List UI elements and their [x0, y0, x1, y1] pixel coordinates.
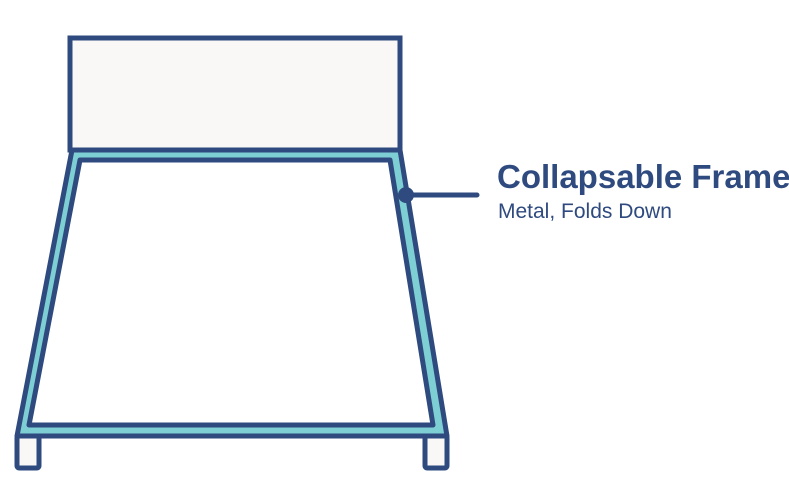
leg-right	[422, 433, 450, 471]
callout-subtitle: Metal, Folds Down	[498, 200, 672, 223]
leg-left	[14, 433, 42, 471]
callout-title: Collapsable Frame	[497, 158, 789, 195]
callout-dot	[398, 187, 414, 203]
headboard	[67, 35, 403, 153]
mattress-area	[26, 157, 436, 428]
frame-outer-outline	[14, 147, 450, 439]
